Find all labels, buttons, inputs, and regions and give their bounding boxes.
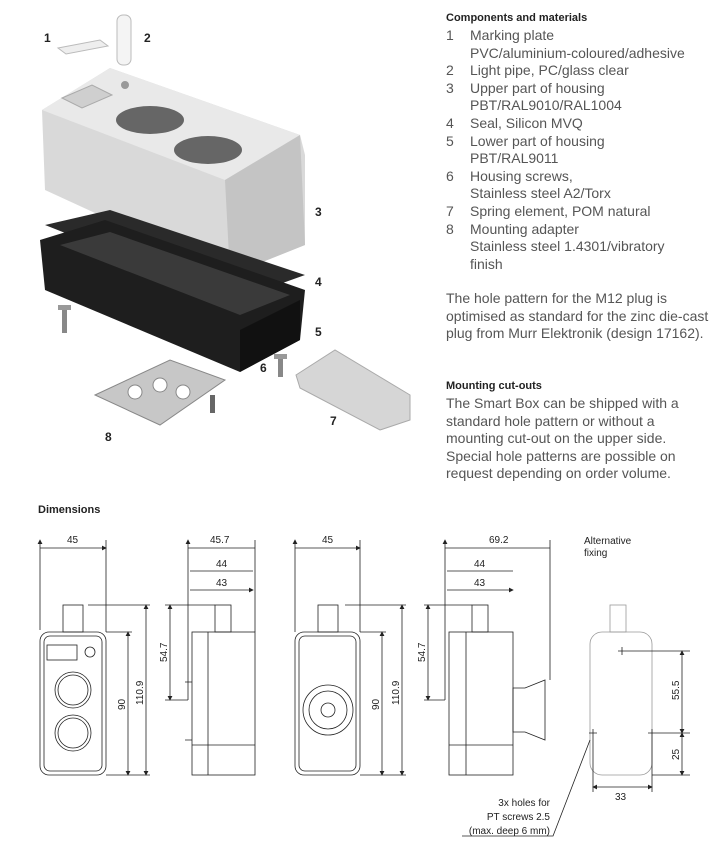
item-line: Stainless steel A2/Torx — [470, 185, 611, 202]
item-number: 5 — [446, 132, 454, 149]
callout-6: 6 — [260, 361, 267, 375]
hole-pattern-text: The hole pattern for the M12 plug is opt… — [446, 290, 709, 342]
dim-label: 54.7 — [159, 642, 170, 662]
item-line: finish — [470, 255, 503, 272]
item-line: Marking plate — [470, 27, 555, 43]
dim-label: 90 — [371, 698, 382, 710]
spring-element — [295, 349, 411, 431]
alt-fixing-title: Alternative — [584, 536, 632, 547]
callout-8: 8 — [105, 430, 112, 444]
dim-label: 110.9 — [135, 680, 146, 705]
callout-4: 4 — [315, 275, 322, 289]
holes-note: (max. deep 6 mm) — [469, 826, 550, 837]
side-view-estop — [424, 540, 551, 776]
item-line: Upper part of housing — [470, 79, 605, 96]
dim-label: 54.7 — [417, 642, 428, 662]
dim-label: 55.5 — [671, 680, 682, 700]
upper-housing — [42, 68, 305, 275]
item-number: 3 — [446, 79, 454, 96]
rear-view-estop — [295, 540, 406, 776]
item-number: 8 — [446, 220, 454, 237]
housing-screw — [274, 354, 287, 377]
dim-label: 45 — [322, 535, 334, 546]
item-number: 1 — [446, 27, 454, 43]
item-line: Mounting adapter — [470, 220, 579, 237]
components-heading: Components and materials — [446, 12, 588, 24]
callout-1: 1 — [44, 31, 51, 45]
alternative-fixing-view — [462, 604, 690, 837]
list-item: 4 Seal, Silicon MVQ — [446, 115, 716, 133]
front-view — [40, 540, 150, 776]
item-text: Light pipe, PC/glass clear — [470, 62, 629, 80]
side-view — [165, 540, 255, 776]
callout-3: 3 — [315, 205, 322, 219]
dim-label: 43 — [216, 578, 228, 589]
mounting-text: The Smart Box can be shipped with a stan… — [446, 395, 679, 482]
item-line: PBT/RAL9010/RAL1004 — [470, 97, 622, 114]
dimensions-heading: Dimensions — [38, 504, 100, 516]
item-line: Seal, Silicon MVQ — [470, 114, 583, 131]
item-text: Spring element, POM natural — [470, 203, 651, 221]
item-text: Housing screws,Stainless steel A2/Torx — [470, 168, 611, 203]
list-item: 2 Light pipe, PC/glass clear — [446, 62, 716, 80]
light-pipe — [116, 14, 132, 66]
callout-7: 7 — [330, 414, 337, 428]
marking-plate — [56, 39, 110, 55]
item-line: Light pipe, PC/glass clear — [470, 62, 629, 79]
holes-note: 3x holes for — [498, 798, 550, 809]
callout-5: 5 — [315, 325, 322, 339]
mounting-heading: Mounting cut-outs — [446, 380, 542, 392]
dim-label: 33 — [615, 792, 627, 803]
item-line: Spring element, POM natural — [470, 202, 651, 219]
item-line: Stainless steel 1.4301/vibratory — [470, 238, 665, 255]
dim-label: 69.2 — [489, 535, 509, 546]
item-number: 7 — [446, 202, 454, 219]
lower-housing — [40, 220, 305, 372]
item-text: Seal, Silicon MVQ — [470, 115, 583, 133]
item-number: 4 — [446, 114, 454, 131]
item-number: 2 — [446, 62, 454, 79]
mounting-adapter — [93, 359, 227, 426]
dim-label: 25 — [671, 748, 682, 760]
item-line: Lower part of housing — [470, 132, 605, 149]
item-number: 6 — [446, 167, 454, 184]
dim-label: 110.9 — [391, 680, 402, 705]
dim-label: 45.7 — [210, 535, 230, 546]
dim-label: 43 — [474, 578, 486, 589]
item-line: PBT/RAL9011 — [470, 150, 559, 167]
housing-screw — [58, 305, 71, 333]
dim-label: 44 — [474, 559, 486, 570]
item-line: PVC/aluminium-coloured/adhesive — [470, 44, 685, 61]
dim-label: 90 — [117, 698, 128, 710]
item-line: Housing screws, — [470, 167, 573, 184]
dim-label: 44 — [216, 559, 228, 570]
dim-label: 45 — [67, 535, 79, 546]
list-item: 7 Spring element, POM natural — [446, 203, 716, 221]
list-item: 6 Housing screws,Stainless steel A2/Torx — [446, 168, 716, 203]
callout-2: 2 — [144, 31, 151, 45]
holes-note: PT screws 2.5 — [487, 812, 551, 823]
alt-fixing-title: fixing — [584, 548, 607, 559]
exploded-view: 1 2 3 4 5 6 7 8 — [40, 14, 411, 444]
